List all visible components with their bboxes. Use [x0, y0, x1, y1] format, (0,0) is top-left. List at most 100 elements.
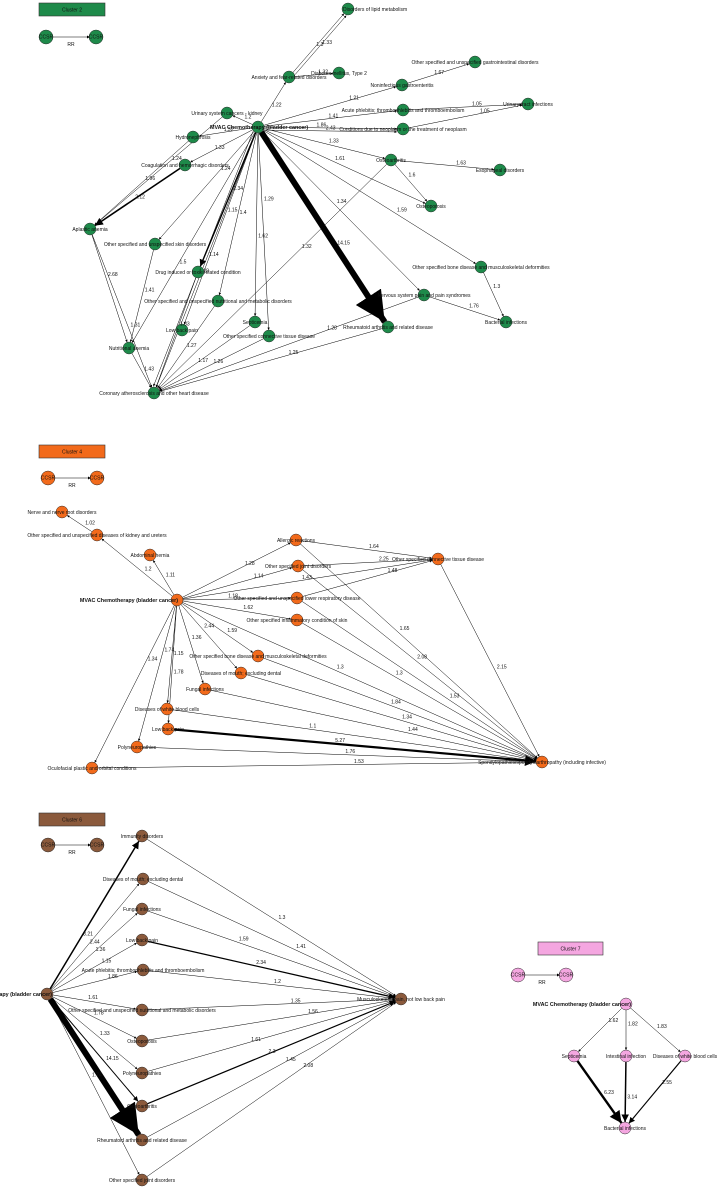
- node-c4-nerve[interactable]: Nerve and nerve root disorders: [28, 505, 97, 519]
- node-c7-septic[interactable]: Septicemia: [562, 1049, 587, 1063]
- node-circle[interactable]: [130, 740, 144, 754]
- node-circle[interactable]: [248, 315, 262, 329]
- node-circle[interactable]: [211, 294, 225, 308]
- node-c2-nutr_meta[interactable]: Other specified and unspecified nutritio…: [144, 294, 292, 308]
- node-circle[interactable]: [395, 78, 409, 92]
- node-c6-joint[interactable]: Other specified joint disorders: [109, 1173, 176, 1187]
- node-c2-rheum[interactable]: Rheumatoid arthritis and related disease: [343, 320, 433, 334]
- node-circle[interactable]: [251, 120, 265, 134]
- node-circle[interactable]: [148, 237, 162, 251]
- node-c6-mvac[interactable]: MVAC Chemotherapy (bladder cancer): [0, 987, 54, 1001]
- node-circle[interactable]: [394, 992, 408, 1006]
- node-circle[interactable]: [220, 106, 234, 120]
- node-circle[interactable]: [291, 559, 305, 573]
- node-c2-phleb[interactable]: Acute phlebitis; thrombophlebitis and th…: [342, 103, 465, 117]
- node-circle[interactable]: [499, 315, 513, 329]
- node-c4-kid[interactable]: Other specified and unspecified diseases…: [27, 528, 167, 542]
- node-circle[interactable]: [396, 122, 410, 136]
- node-c2-uti[interactable]: Urinary tract infections: [503, 97, 553, 111]
- node-circle[interactable]: [135, 1034, 149, 1048]
- node-circle[interactable]: [396, 103, 410, 117]
- node-circle[interactable]: [143, 548, 157, 562]
- node-circle[interactable]: [567, 1049, 581, 1063]
- node-circle[interactable]: [136, 872, 150, 886]
- node-circle[interactable]: [341, 2, 355, 16]
- node-circle[interactable]: [290, 591, 304, 605]
- node-circle[interactable]: [40, 987, 54, 1001]
- node-circle[interactable]: [135, 902, 149, 916]
- node-circle[interactable]: [251, 649, 265, 663]
- node-c2-coronary[interactable]: Coronary atherosclerosis and other heart…: [99, 386, 209, 400]
- node-c2-gi[interactable]: Other specified and unspecified gastroin…: [411, 55, 539, 69]
- node-c4-resp[interactable]: Other specified and unspecified lower re…: [233, 591, 361, 605]
- node-circle[interactable]: [417, 288, 431, 302]
- node-circle[interactable]: [493, 163, 507, 177]
- node-circle[interactable]: [55, 505, 69, 519]
- node-circle[interactable]: [289, 533, 303, 547]
- node-c2-osteo[interactable]: Osteoarthritis: [376, 153, 406, 167]
- node-c4-poly[interactable]: Polyneuropathies: [118, 740, 157, 754]
- node-c6-mouth[interactable]: Diseases of mouth; excluding dental: [103, 872, 183, 886]
- node-c2-lowback[interactable]: Low back pain: [166, 323, 198, 337]
- node-circle[interactable]: [678, 1049, 692, 1063]
- node-circle[interactable]: [282, 70, 296, 84]
- node-c4-mvac[interactable]: MVAC Chemotherapy (bladder cancer): [80, 593, 184, 607]
- node-c4-lowback[interactable]: Low back pain: [152, 722, 184, 736]
- node-c2-neoplasm[interactable]: Conditions due to neoplasm or the treatm…: [339, 122, 467, 136]
- node-circle[interactable]: [198, 682, 212, 696]
- node-circle[interactable]: [468, 55, 482, 69]
- node-c2-anx[interactable]: Anxiety and fear-related disorders: [251, 70, 327, 84]
- node-c4-spondy[interactable]: Spondylopathies/spondyloarthropathy (inc…: [478, 755, 606, 769]
- node-circle[interactable]: [90, 528, 104, 542]
- node-c6-nutr[interactable]: Other specified and unspecified nutritio…: [68, 1003, 216, 1017]
- node-circle[interactable]: [619, 997, 633, 1011]
- node-circle[interactable]: [147, 386, 161, 400]
- node-c2-skin[interactable]: Other specified and unspecified skin dis…: [104, 237, 207, 251]
- node-c4-joint[interactable]: Other specified joint disorders: [265, 559, 332, 573]
- node-c4-fungal[interactable]: Fungal infections: [186, 682, 224, 696]
- node-c6-fungal[interactable]: Fungal infections: [123, 902, 161, 916]
- node-c2-osteop[interactable]: Osteoporosis: [416, 199, 446, 213]
- node-circle[interactable]: [619, 1049, 633, 1063]
- node-c6-immun[interactable]: Immunity disorders: [121, 829, 164, 843]
- node-circle[interactable]: [431, 552, 445, 566]
- node-circle[interactable]: [135, 1133, 149, 1147]
- node-circle[interactable]: [136, 963, 150, 977]
- node-circle[interactable]: [135, 829, 149, 843]
- node-c2-nutr_anemia[interactable]: Nutritional anemia: [109, 341, 150, 355]
- node-c6-poly[interactable]: Polyneuropathies: [123, 1066, 162, 1080]
- node-c2-kidney[interactable]: Urinary system cancers - kidney: [191, 106, 263, 120]
- node-c4-bone[interactable]: Other specified bone disease and musculo…: [189, 649, 327, 663]
- node-circle[interactable]: [384, 153, 398, 167]
- node-c4-wbc[interactable]: Diseases of white blood cells: [135, 702, 200, 716]
- node-c2-drug[interactable]: Drug induced or toxic related condition: [155, 265, 241, 279]
- node-c2-septic[interactable]: Septicemia: [243, 315, 268, 329]
- node-c2-lipid[interactable]: Disorders of lipid metabolism: [341, 2, 407, 16]
- node-c4-mouth[interactable]: Diseases of mouth; excluding dental: [201, 666, 281, 680]
- node-circle[interactable]: [186, 130, 200, 144]
- node-circle[interactable]: [135, 1173, 149, 1187]
- node-circle[interactable]: [83, 222, 97, 236]
- node-circle[interactable]: [161, 722, 175, 736]
- node-c7-wbc[interactable]: Diseases of white blood cells: [653, 1049, 718, 1063]
- node-circle[interactable]: [290, 613, 304, 627]
- node-c2-bone[interactable]: Other specified bone disease and musculo…: [412, 260, 550, 274]
- node-c6-osteo[interactable]: Osteoarthritis: [127, 1099, 157, 1113]
- node-circle[interactable]: [618, 1121, 632, 1135]
- node-circle[interactable]: [178, 158, 192, 172]
- node-circle[interactable]: [521, 97, 535, 111]
- node-c2-gastro[interactable]: Noninfectious gastroenteritis: [370, 78, 434, 92]
- node-circle[interactable]: [234, 666, 248, 680]
- node-circle[interactable]: [170, 593, 184, 607]
- node-c2-dm2[interactable]: Diabetes mellitus, Type 2: [311, 66, 367, 80]
- node-c4-allergic[interactable]: Allergic reactions: [277, 533, 316, 547]
- node-circle[interactable]: [424, 199, 438, 213]
- node-circle[interactable]: [85, 761, 99, 775]
- node-c6-osteop[interactable]: Osteoporosis: [127, 1034, 157, 1048]
- node-c4-abd[interactable]: Abdominal hernia: [131, 548, 170, 562]
- node-c2-conn[interactable]: Other specified connective tissue diseas…: [223, 329, 315, 343]
- node-circle[interactable]: [191, 265, 205, 279]
- node-circle[interactable]: [332, 66, 346, 80]
- node-circle[interactable]: [535, 755, 549, 769]
- node-c2-coag[interactable]: Coagulation and hemorrhagic disorders: [141, 158, 229, 172]
